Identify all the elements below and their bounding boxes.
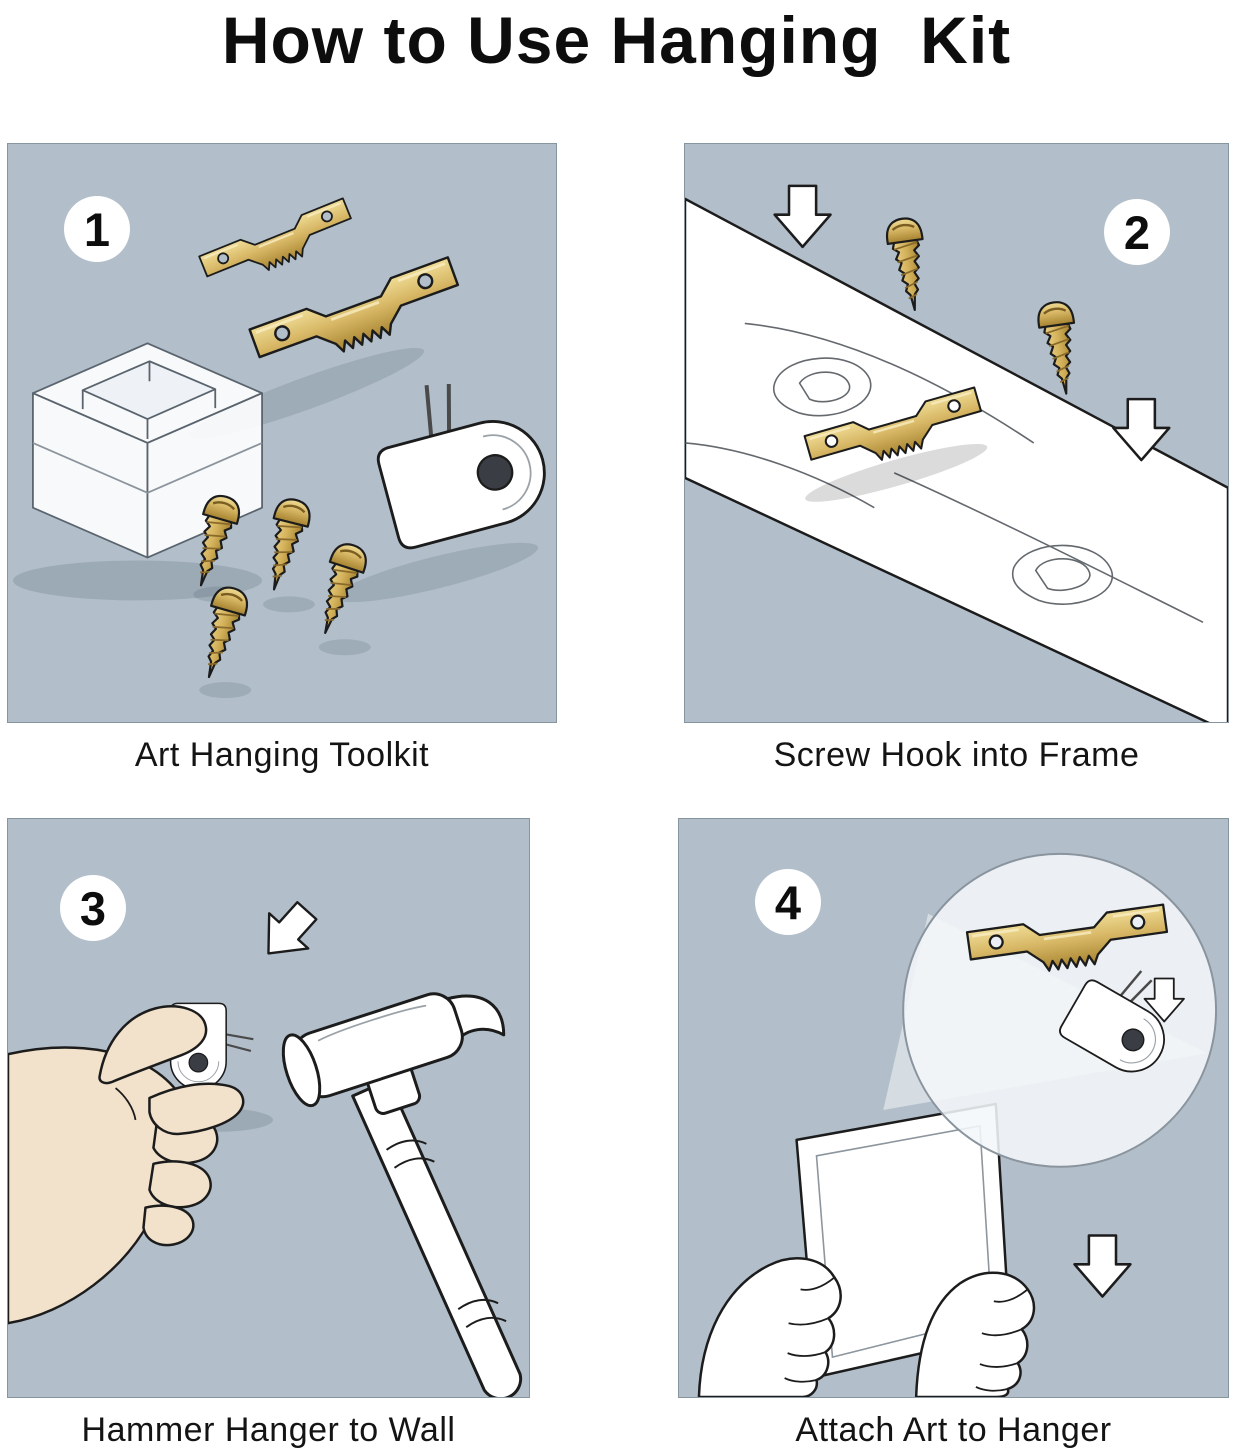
hand-icon <box>697 1257 842 1397</box>
screw-icon <box>883 215 934 314</box>
step-number: 1 <box>83 202 111 256</box>
step-2-figure: 2 Screw Hook into Frame <box>684 143 1229 775</box>
frame-molding-icon <box>685 197 1228 722</box>
step-4-panel: 4 <box>678 818 1229 1398</box>
step-1-illustration <box>12 197 556 699</box>
down-arrow-icon <box>247 891 328 973</box>
step-number-badge: 4 <box>755 869 821 935</box>
step-1-figure: 1 Art Hanging Toolkit <box>7 143 557 775</box>
down-arrow-icon <box>773 184 832 249</box>
step-3-illustration <box>8 891 523 1397</box>
step-2-illustration <box>685 184 1228 722</box>
step-3-panel: 3 <box>7 818 530 1398</box>
hammer-icon <box>281 992 523 1397</box>
screw-icon <box>1034 298 1085 398</box>
step-4-figure: 4 Attach Art to Hanger <box>678 818 1229 1448</box>
panel-caption: Screw Hook into Frame <box>773 736 1140 774</box>
step-number: 2 <box>1123 205 1151 259</box>
step-4-illustration <box>697 852 1218 1397</box>
panel-caption: Art Hanging Toolkit <box>134 736 430 774</box>
step-number: 3 <box>79 881 107 935</box>
hand-icon <box>914 1271 1036 1397</box>
wall-hook-icon <box>362 361 556 551</box>
panel-caption: Attach Art to Hanger <box>795 1411 1112 1448</box>
hand-icon <box>8 1005 245 1325</box>
step-number-badge: 1 <box>64 196 130 262</box>
storage-box-icon <box>32 342 263 559</box>
step-3-figure: 3 Hammer Hanger to Wall <box>7 818 530 1448</box>
step-number-badge: 3 <box>60 875 126 941</box>
page-title: How to Use Hanging Kit <box>221 3 1012 77</box>
panel-caption: Hammer Hanger to Wall <box>81 1411 456 1448</box>
sawtooth-hanger-icon <box>198 197 359 294</box>
step-number-badge: 2 <box>1104 199 1170 265</box>
step-2-panel: 2 <box>684 143 1229 723</box>
screw-icon <box>255 494 315 595</box>
down-arrow-icon <box>1073 1234 1132 1298</box>
step-number: 4 <box>774 875 802 929</box>
step-1-panel: 1 <box>7 143 557 723</box>
